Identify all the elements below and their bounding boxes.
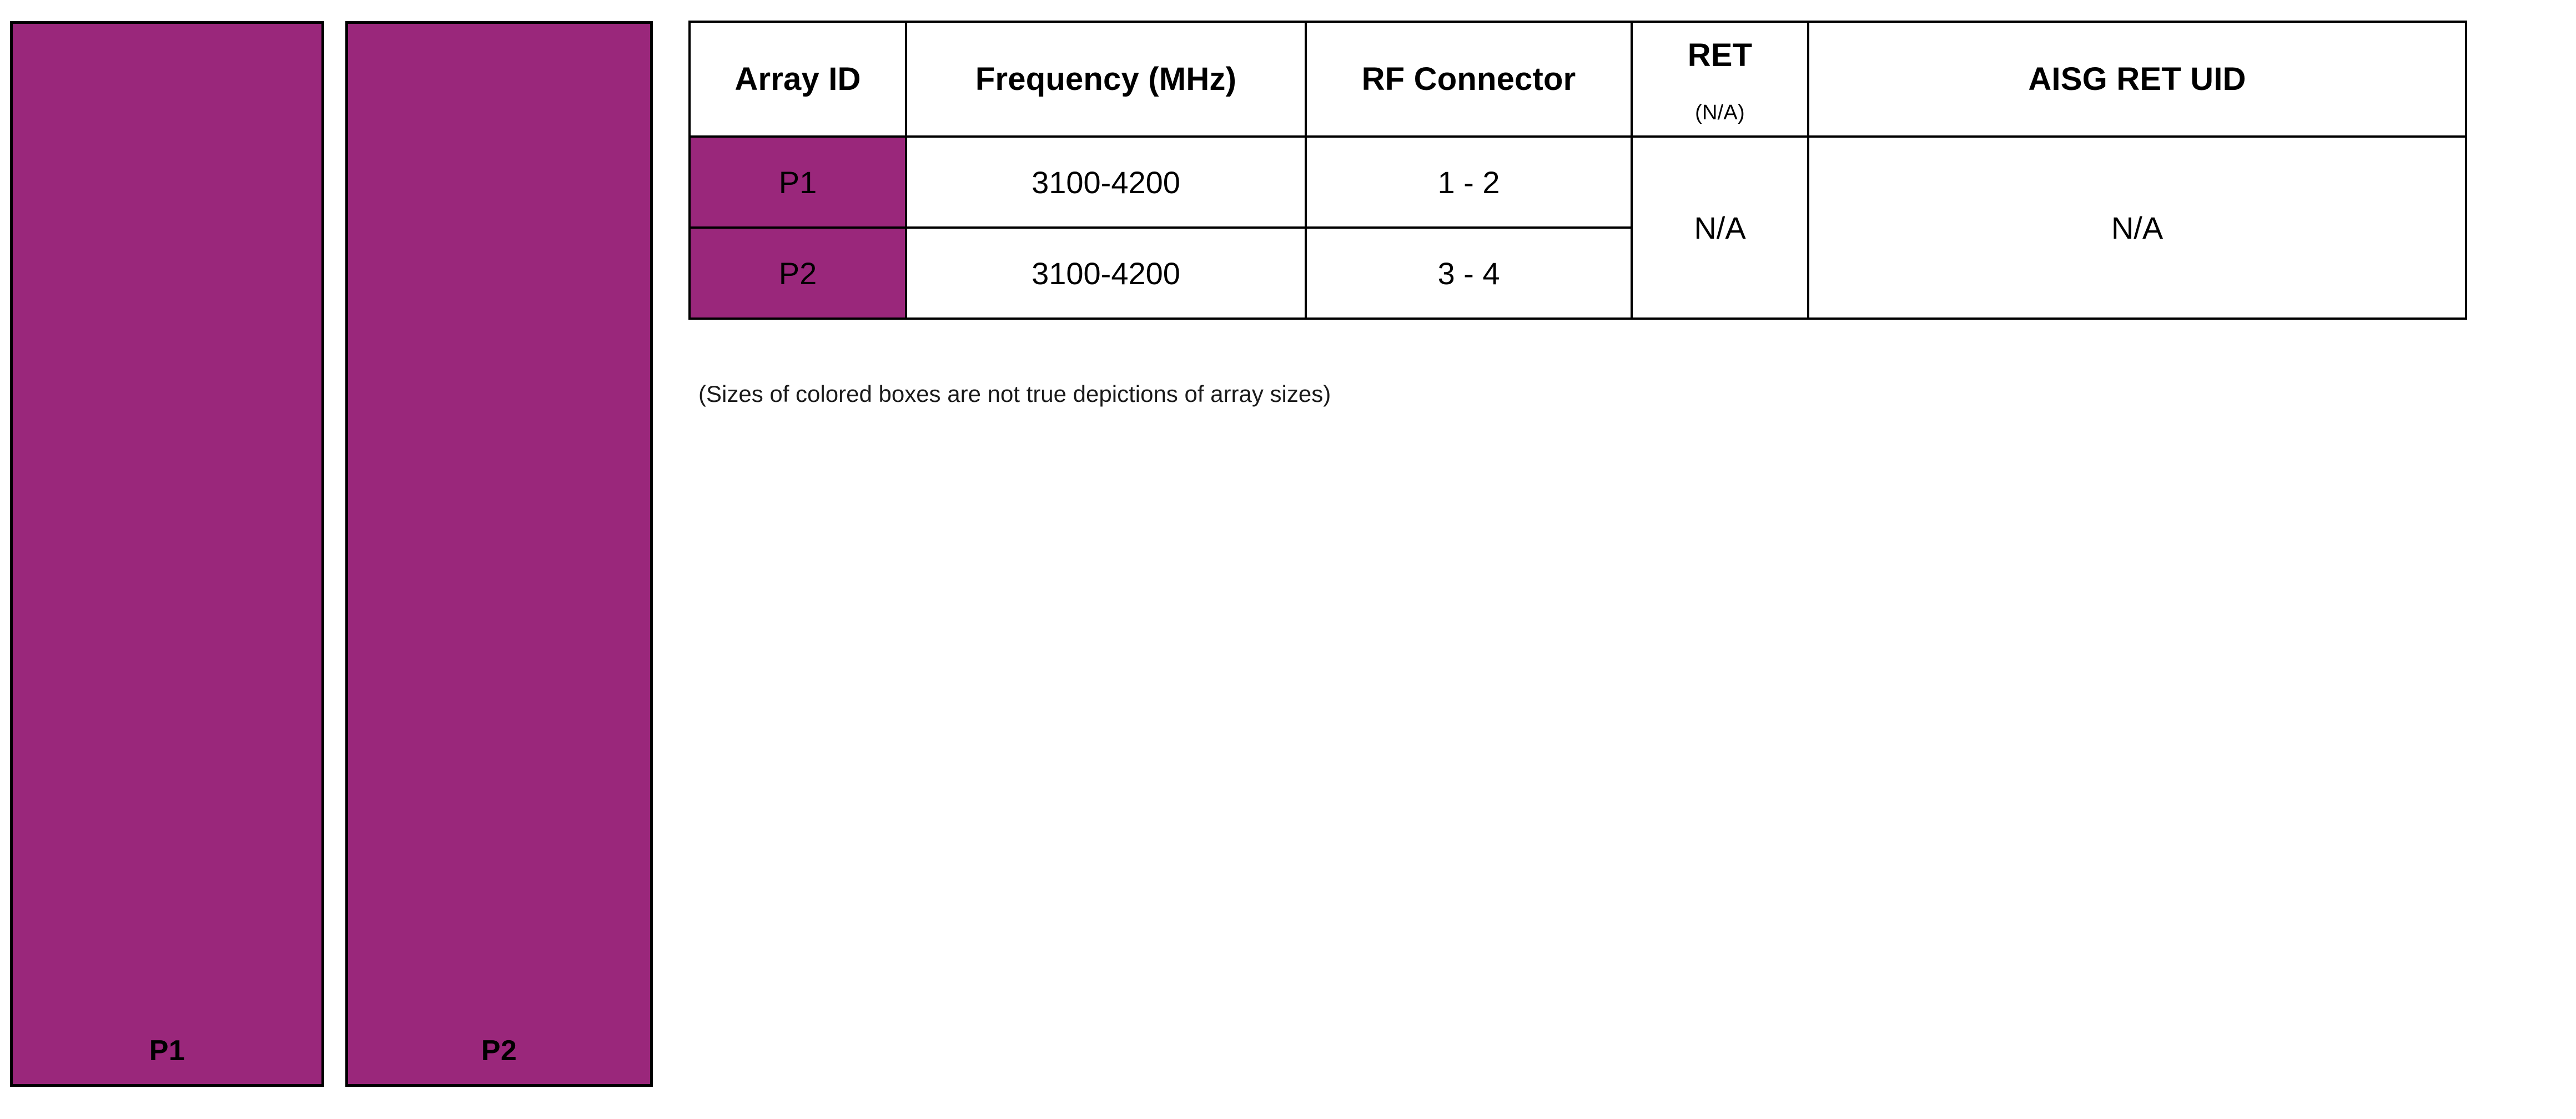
ret-header-title: RET: [1687, 37, 1753, 73]
cell-ret-merged: N/A: [1631, 135, 1809, 320]
column-header-aisg-ret-uid: AISG RET UID: [1807, 21, 2467, 138]
table-header-row: Array ID Frequency (MHz) RF Connector RE…: [688, 21, 2467, 138]
table-caption-note: (Sizes of colored boxes are not true dep…: [698, 381, 1331, 407]
cell-array-id-p1: P1: [688, 135, 907, 229]
array-box-p1: P1: [10, 21, 324, 1087]
array-table-container: Array ID Frequency (MHz) RF Connector RE…: [688, 21, 2467, 320]
cell-frequency-p2: 3100-4200: [905, 226, 1307, 320]
array-box-label-p2: P2: [481, 1035, 517, 1067]
ret-header-stack: RET (N/A): [1633, 23, 1807, 135]
cell-rf-connector-p1: 1 - 2: [1305, 135, 1633, 229]
column-header-ret: RET (N/A): [1631, 21, 1809, 138]
table-row: P1 3100-4200 1 - 2 N/A N/A: [688, 135, 2467, 320]
column-header-frequency: Frequency (MHz): [905, 21, 1307, 138]
column-header-array-id: Array ID: [688, 21, 907, 138]
array-box-label-p1: P1: [149, 1035, 185, 1067]
table-row: P2 3100-4200 3 - 4: [688, 226, 2466, 320]
array-diagram: P1 P2: [0, 0, 666, 1119]
cell-rf-connector-p2: 3 - 4: [1305, 226, 1633, 320]
ret-header-subtitle: (N/A): [1695, 101, 1745, 124]
cell-frequency-p1: 3100-4200: [905, 135, 1307, 229]
array-specification-table: Array ID Frequency (MHz) RF Connector RE…: [688, 21, 2467, 320]
array-box-p2: P2: [345, 21, 653, 1087]
cell-array-id-p2: P2: [688, 226, 907, 320]
cell-aisg-ret-uid-merged: N/A: [1807, 135, 2467, 320]
column-header-rf-connector: RF Connector: [1305, 21, 1633, 138]
